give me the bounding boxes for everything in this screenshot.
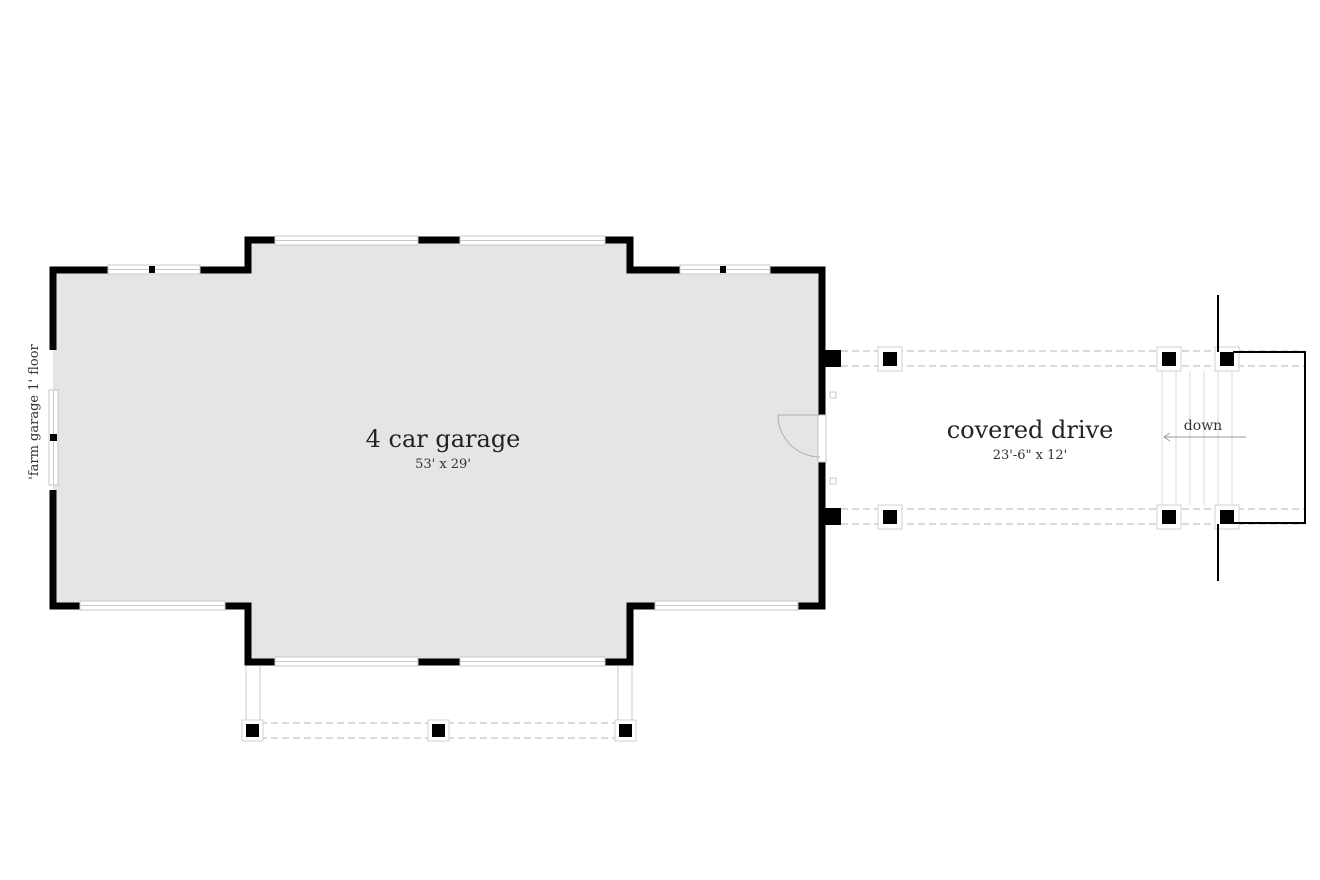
plan-title: 'farm garage 1' floor	[27, 343, 42, 479]
garage-floor	[53, 240, 822, 662]
drive-post	[1220, 352, 1234, 366]
porch-post	[246, 724, 259, 737]
window-bottom-left	[79, 600, 226, 611]
window-top-center-right	[459, 235, 606, 246]
drive-post	[1162, 352, 1176, 366]
window-top-left	[107, 264, 201, 275]
window-bottom-center-right	[459, 656, 606, 667]
stair-treads	[1161, 371, 1233, 505]
garage-room-name: 4 car garage	[366, 425, 521, 453]
porch-post	[619, 724, 632, 737]
drive-post	[1220, 510, 1234, 524]
drive-room-name: covered drive	[947, 416, 1114, 444]
garage-walls	[49, 236, 826, 666]
garage-room-dimensions: 53' x 29'	[415, 457, 471, 472]
covered-drive	[824, 295, 1306, 581]
window-bottom-right	[654, 600, 799, 611]
window-top-right	[679, 264, 771, 275]
stair-label: down	[1184, 418, 1222, 434]
bottom-porch	[241, 666, 637, 742]
garage-side-door	[777, 391, 837, 485]
drive-post	[883, 352, 897, 366]
drive-wall-stub	[824, 508, 841, 525]
drive-room-dimensions: 23'-6" x 12'	[993, 448, 1067, 463]
window-bottom-center-left	[274, 656, 419, 667]
drive-post	[1162, 510, 1176, 524]
porch-post	[432, 724, 445, 737]
window-left-side	[48, 389, 59, 486]
drive-post	[883, 510, 897, 524]
arrow-left-icon	[1163, 432, 1171, 442]
window-top-center-left	[274, 235, 419, 246]
drive-wall-stub	[824, 350, 841, 367]
